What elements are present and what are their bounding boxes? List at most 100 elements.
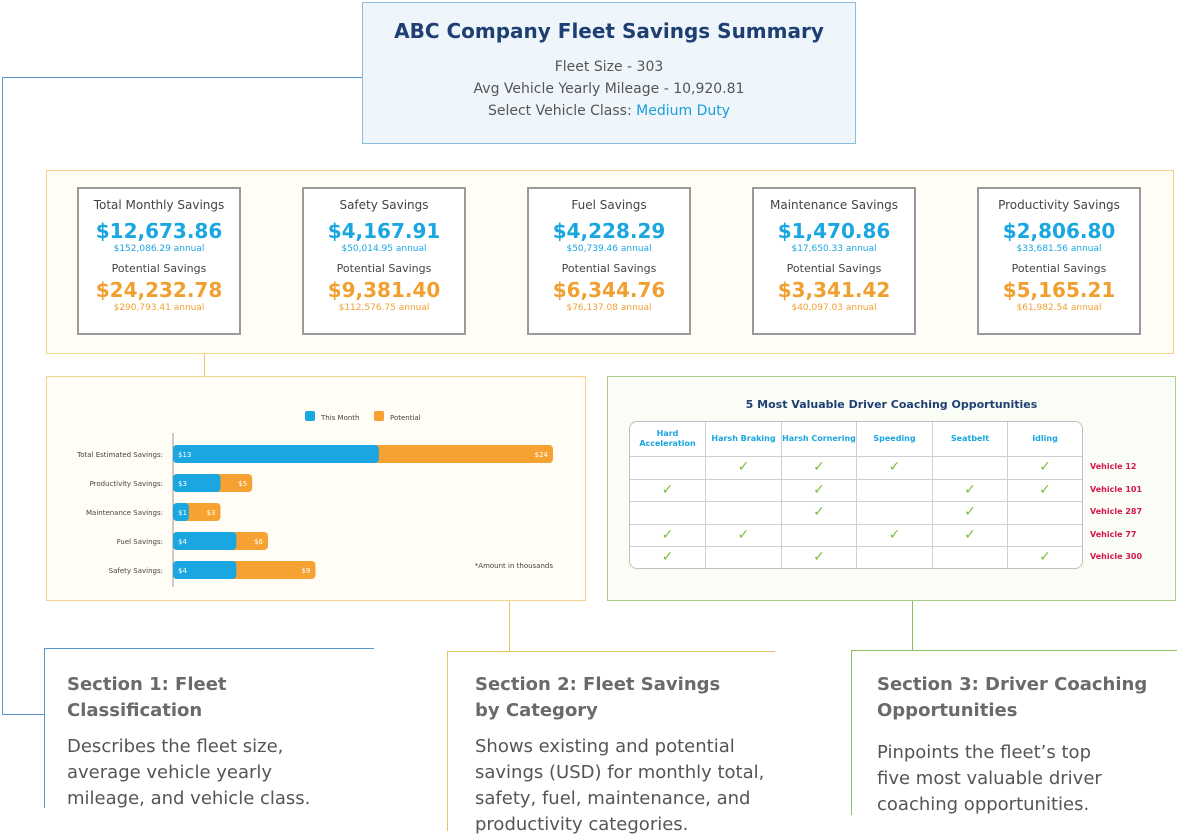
card-amount: $2,806.80	[1002, 219, 1116, 243]
check-icon: ✓	[888, 526, 901, 543]
page-title: ABC Company Fleet Savings Summary	[394, 19, 824, 43]
coaching-column-header: Idling	[1032, 434, 1058, 443]
card-annual: $50,014.95 annual	[341, 244, 427, 254]
card-amount: $12,673.86	[95, 219, 223, 243]
card-potential-amount: $24,232.78	[95, 278, 223, 302]
check-icon: ✓	[813, 481, 825, 498]
bar-label-this-month: $3	[178, 480, 187, 488]
coaching-cell: ✓	[1008, 546, 1082, 568]
connector-line-2a	[204, 354, 205, 376]
section-3-description: Pinpoints the fleet’s top five most valu…	[877, 740, 1187, 818]
bar-label-potential: $9	[302, 567, 311, 575]
check-icon: ✓	[888, 459, 901, 476]
section-1: Section 1: Fleet Classification Describe…	[67, 672, 367, 812]
coaching-cell	[706, 546, 782, 568]
coaching-cell: ✓	[933, 501, 1008, 524]
check-icon: ✓	[964, 526, 976, 543]
coaching-cell: ✓	[857, 523, 933, 546]
coaching-column-header: Hard Acceleration	[630, 422, 706, 456]
coaching-cell: ✓	[1008, 479, 1082, 502]
bar-label-potential: $3	[207, 509, 216, 517]
vehicle-class-row: Select Vehicle Class: Medium Duty	[363, 103, 855, 119]
card-potential-amount: $3,341.42	[777, 278, 891, 302]
check-icon: ✓	[813, 549, 825, 566]
legend-label: This Month	[320, 414, 359, 422]
vehicle-label: Vehicle 300	[1090, 552, 1143, 561]
bar-this-month	[173, 445, 379, 463]
card-amount: $4,167.91	[327, 219, 441, 243]
card-potential-amount: $5,165.21	[1002, 278, 1116, 302]
savings-card-safety: Safety Savings $4,167.91 $50,014.95 annu…	[302, 187, 466, 335]
coaching-title: 5 Most Valuable Driver Coaching Opportun…	[745, 398, 1038, 411]
card-annual: $50,739.46 annual	[566, 244, 652, 254]
legend-swatch	[305, 411, 315, 421]
coaching-cell: ✓	[782, 456, 857, 479]
card-potential-annual: $76,137.08 annual	[566, 303, 652, 313]
section-1-desc-line: average vehicle yearly	[67, 762, 273, 783]
check-icon: ✓	[661, 481, 674, 498]
card-potential-label: Potential Savings	[111, 262, 207, 275]
card-amount: $1,470.86	[777, 219, 891, 243]
section-1-title-line-1: Section 1: Fleet	[67, 674, 227, 695]
coaching-cell: ✓	[782, 501, 857, 524]
coaching-cell	[706, 501, 782, 524]
check-icon: ✓	[1039, 481, 1051, 498]
coaching-cell: ✓	[933, 523, 1008, 546]
section-2-desc-line: productivity categories.	[475, 814, 689, 835]
section1-left-line	[44, 648, 45, 808]
card-title: Safety Savings	[339, 198, 429, 212]
card-potential-label: Potential Savings	[561, 262, 657, 275]
connector-line-1c	[2, 714, 45, 715]
coaching-cell	[933, 546, 1008, 568]
section-2-description: Shows existing and potential savings (US…	[475, 734, 795, 838]
coaching-row: ✓ ✓ ✓	[630, 546, 1082, 568]
card-title: Total Monthly Savings	[93, 198, 225, 212]
vehicle-class-select[interactable]: Medium Duty	[636, 103, 731, 119]
card-annual: $33,681.56 annual	[1016, 244, 1102, 254]
bar-this-month	[173, 503, 189, 521]
coaching-column-header: Seatbelt	[933, 422, 1008, 456]
bar-this-month	[173, 532, 237, 550]
connector-line-3	[912, 592, 913, 650]
check-icon: ✓	[813, 504, 825, 521]
coaching-cell: ✓	[706, 523, 782, 546]
coaching-cell: ✓	[706, 456, 782, 479]
section-3-title-line-2: Opportunities	[877, 700, 1018, 721]
section-2-desc-line: Shows existing and potential	[475, 736, 735, 757]
check-icon: ✓	[661, 549, 674, 566]
bar-label-this-month: $13	[178, 451, 191, 459]
section-3: Section 3: Driver Coaching Opportunities…	[877, 672, 1187, 818]
coaching-cell	[630, 456, 706, 479]
check-icon: ✓	[1039, 549, 1051, 566]
category-label: Productivity Savings:	[90, 480, 163, 488]
section3-top-line	[851, 650, 1177, 651]
coaching-row: ✓✓	[630, 501, 1082, 525]
card-potential-annual: $290,793.41 annual	[113, 303, 205, 313]
card-potential-label: Potential Savings	[1011, 262, 1107, 275]
section3-left-line	[851, 650, 852, 815]
bar-label-this-month: $4	[178, 538, 187, 546]
coaching-cell	[630, 501, 706, 524]
coaching-row: ✓✓✓✓	[630, 523, 1082, 547]
section-2-desc-line: savings (USD) for monthly total,	[475, 762, 765, 783]
legend-label: Potential	[390, 414, 421, 422]
check-icon: ✓	[964, 481, 976, 498]
card-title: Fuel Savings	[571, 198, 647, 212]
coaching-column-header: Harsh Braking	[706, 422, 782, 456]
vehicle-label: Vehicle 101	[1090, 484, 1143, 494]
bar-label-potential: $5	[238, 480, 247, 488]
section-2: Section 2: Fleet Savings by Category Sho…	[475, 672, 795, 838]
section2-top-line	[447, 651, 775, 652]
coaching-cell	[857, 478, 933, 501]
coaching-cell: ✓	[630, 478, 706, 501]
avg-mileage: Avg Vehicle Yearly Mileage - 10,920.81	[473, 81, 745, 97]
coaching-cell: ✓	[1008, 456, 1082, 479]
category-label: Fuel Savings:	[117, 538, 163, 546]
check-icon: ✓	[737, 459, 750, 476]
coaching-cell	[1008, 524, 1082, 547]
card-potential-amount: $9,381.40	[327, 278, 441, 302]
vehicle-label: Vehicle 77	[1090, 529, 1137, 539]
